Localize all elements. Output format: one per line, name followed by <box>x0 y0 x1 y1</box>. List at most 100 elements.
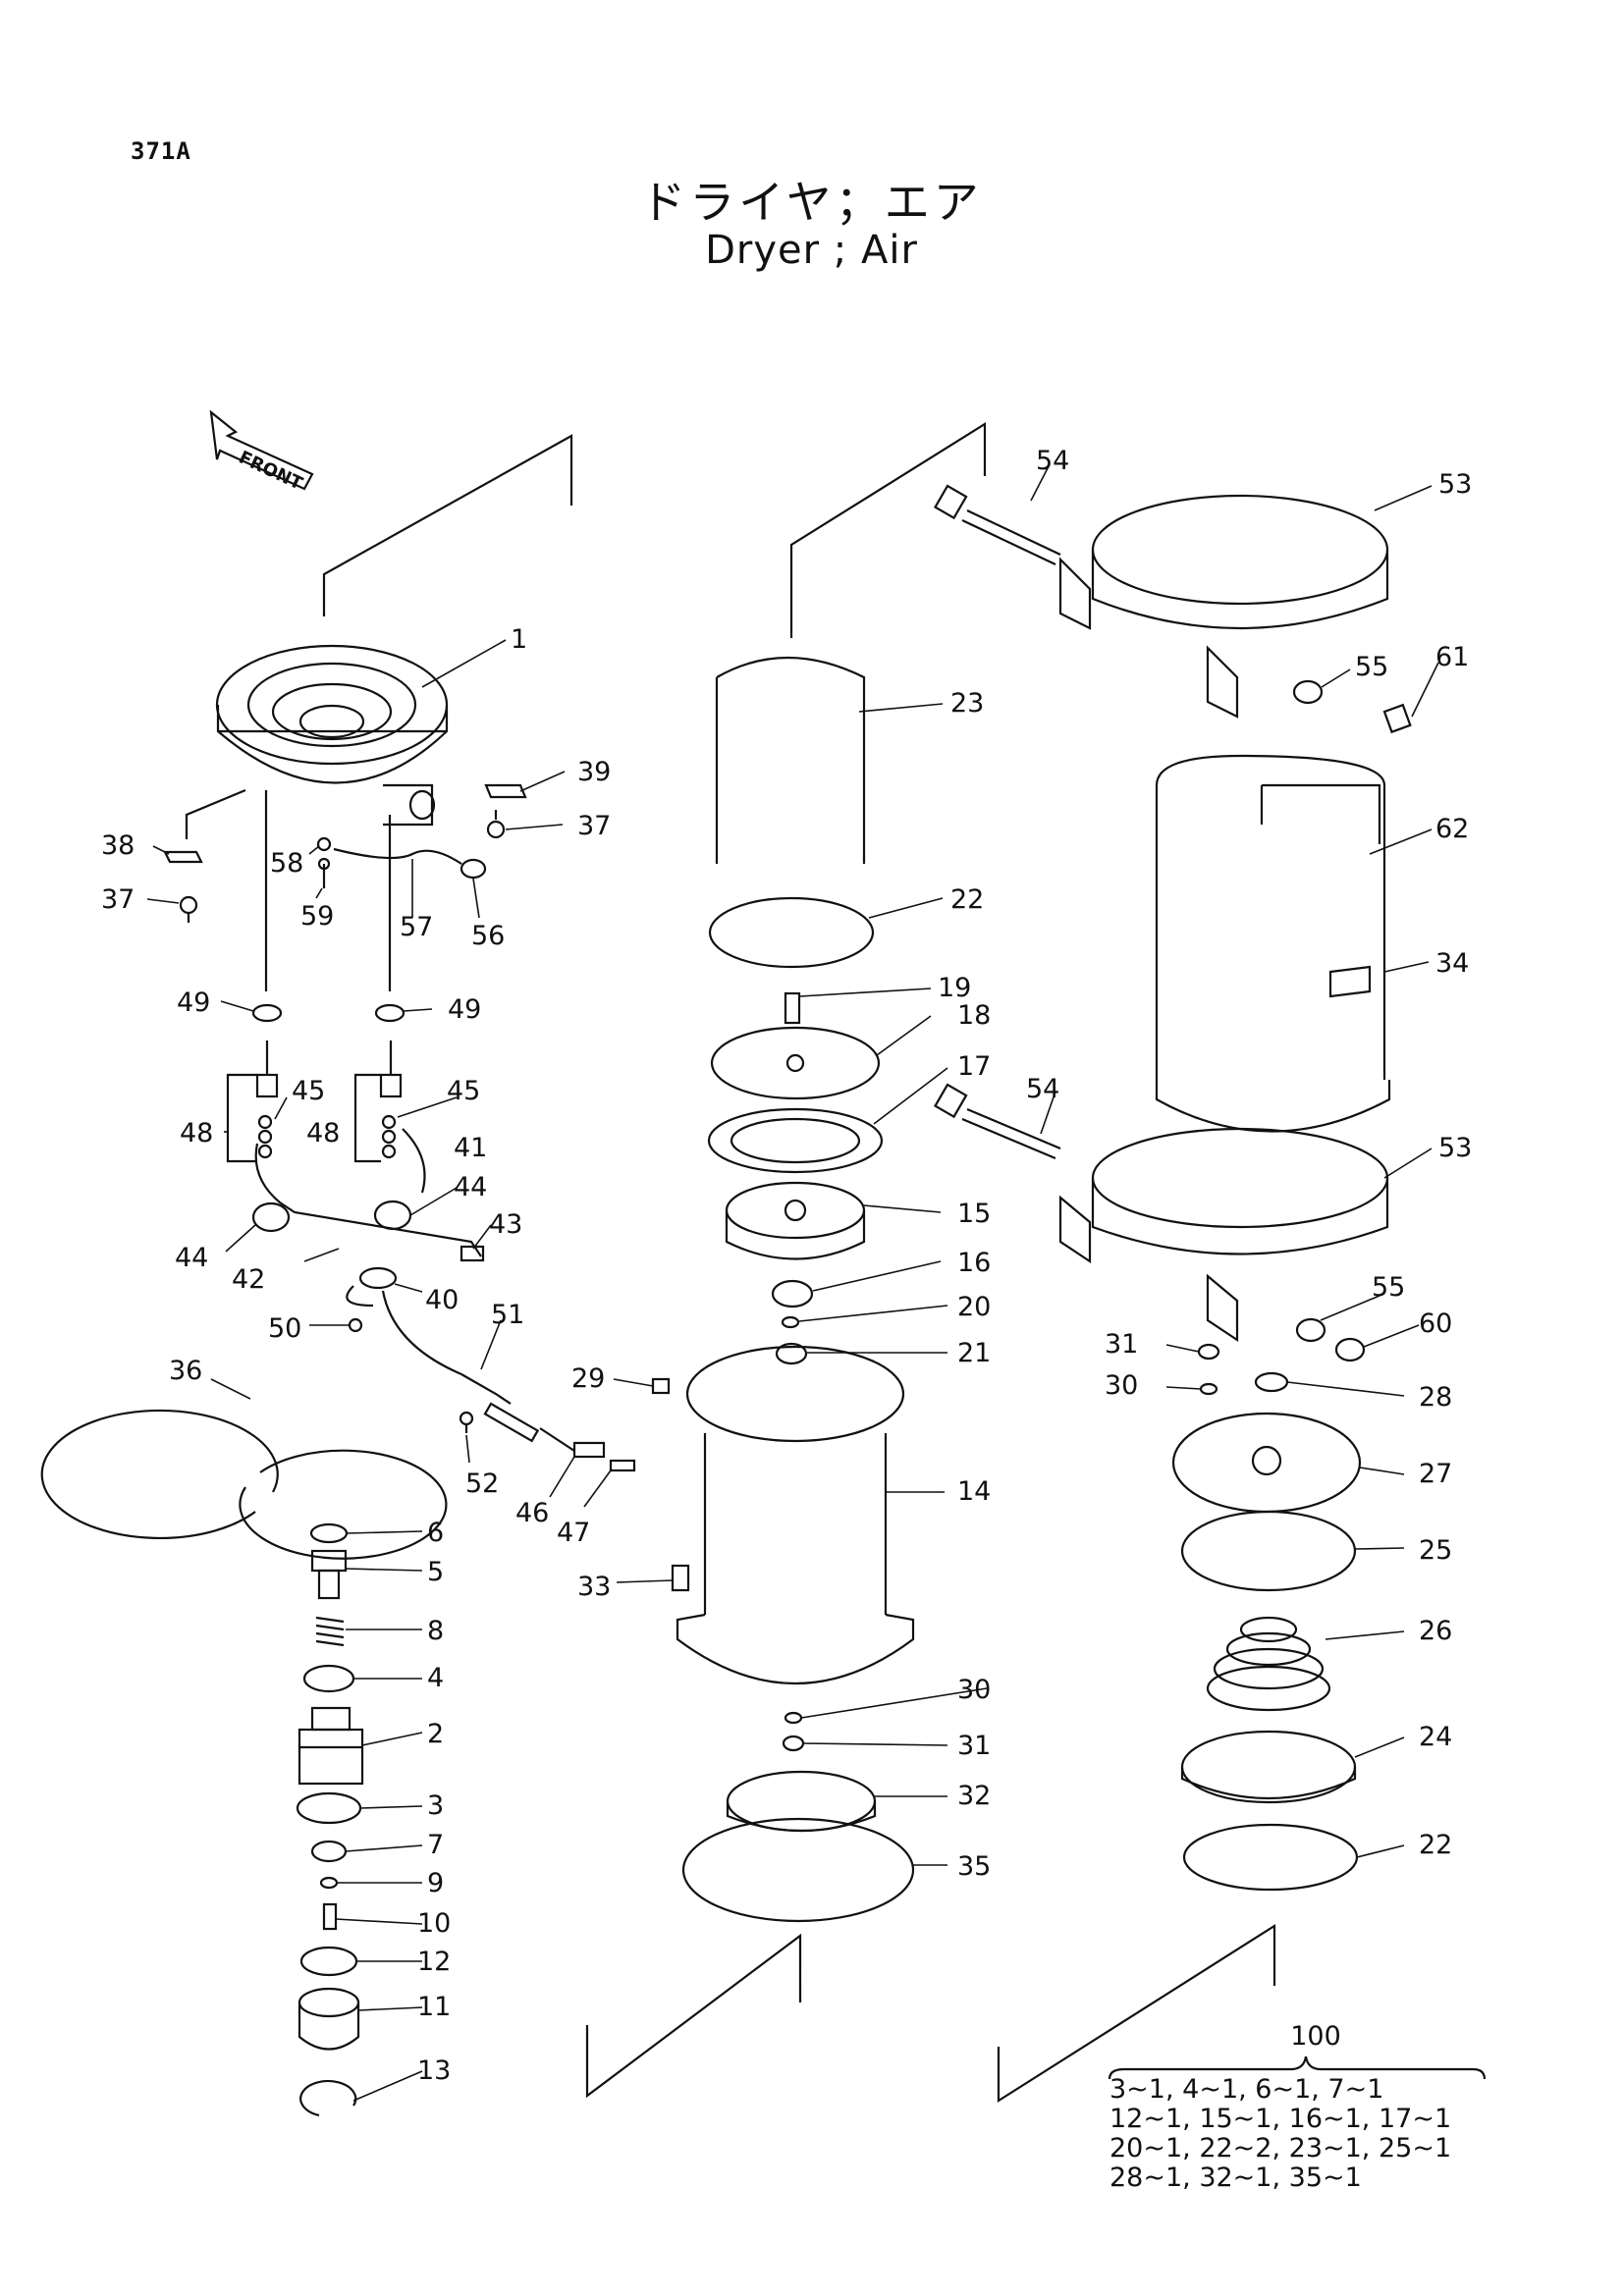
callout-48: 48 <box>306 1118 340 1148</box>
callout-43: 43 <box>489 1209 522 1240</box>
callout-53: 53 <box>1438 469 1472 500</box>
part-3-seal <box>296 1791 362 1825</box>
part-55-nut-top <box>1292 679 1324 705</box>
part-5-valve-stem <box>310 1549 348 1600</box>
part-47-terminal <box>609 1459 636 1472</box>
callout-4: 4 <box>427 1663 444 1693</box>
callout-54: 54 <box>1036 446 1069 476</box>
callout-35: 35 <box>957 1851 991 1882</box>
part-2-valve-body <box>298 1706 364 1786</box>
callout-49: 49 <box>177 988 210 1018</box>
callout-44: 44 <box>454 1172 487 1202</box>
callout-12: 12 <box>417 1947 451 1977</box>
callout-54: 54 <box>1026 1074 1059 1104</box>
part-37-screw-left <box>179 895 198 923</box>
part-31-nut-center <box>782 1735 805 1752</box>
part-58-screw <box>316 836 332 852</box>
callout-55: 55 <box>1355 652 1388 682</box>
callout-34: 34 <box>1435 948 1469 979</box>
part-14-cylinder <box>676 1345 915 1684</box>
part-48-harness-left <box>226 1073 273 1163</box>
callout-7: 7 <box>427 1830 444 1860</box>
callout-42: 42 <box>232 1264 265 1295</box>
part-48-harness-right <box>353 1073 397 1163</box>
callout-labels: 1 39 37 38 37 58 59 57 56 49 49 45 45 48… <box>101 446 1472 2086</box>
part-33-bolt <box>671 1564 690 1592</box>
part-18-plate <box>710 1026 881 1100</box>
part-22-disc-top <box>708 896 875 969</box>
part-36-snap-ring <box>40 1409 448 1560</box>
callout-26: 26 <box>1419 1616 1452 1646</box>
callout-31: 31 <box>957 1731 991 1761</box>
callout-37: 37 <box>101 884 135 915</box>
group-bracket-right-bottom <box>997 1924 1276 2103</box>
part-32-gasket <box>726 1770 877 1833</box>
part-53-band-top <box>1058 494 1389 719</box>
callout-40: 40 <box>425 1285 459 1315</box>
callout-3: 3 <box>427 1790 444 1821</box>
callout-24: 24 <box>1419 1722 1452 1752</box>
part-29-bolt <box>651 1377 671 1395</box>
callout-41: 41 <box>454 1133 487 1163</box>
part-54-bolt-bottom <box>933 1083 1061 1160</box>
callout-27: 27 <box>1419 1459 1452 1489</box>
page-id: 371A <box>131 137 191 165</box>
group-bracket-left <box>322 434 573 616</box>
callout-57: 57 <box>400 912 433 942</box>
title-english: Dryer ; Air <box>705 228 918 273</box>
part-19-bolt <box>784 991 801 1025</box>
part-54-bolt-top <box>933 484 1061 565</box>
callout-15: 15 <box>957 1199 991 1229</box>
callout-20: 20 <box>957 1292 991 1322</box>
callout-49: 49 <box>448 994 481 1025</box>
part-1-bracket-line <box>185 788 246 839</box>
part-1-head-body <box>215 644 449 827</box>
callout-58: 58 <box>270 848 303 879</box>
group-bracket-center-bottom <box>585 1933 802 2099</box>
part-37-screw-right <box>486 810 506 839</box>
part-17-seal-ring <box>707 1107 884 1174</box>
part-4-seal <box>302 1664 355 1693</box>
part-49-washer-left <box>251 1003 283 1023</box>
callout-50: 50 <box>268 1313 301 1344</box>
part-35-o-ring <box>681 1817 915 1923</box>
callout-33: 33 <box>577 1572 611 1602</box>
callout-60: 60 <box>1419 1308 1452 1339</box>
part-30-washer-center <box>784 1711 803 1725</box>
part-8-spring <box>315 1616 345 1647</box>
kit-line: 12~1, 15~1, 16~1, 17~1 <box>1109 2104 1452 2134</box>
leader-lines <box>146 465 1439 2102</box>
part-28-cap <box>1254 1371 1289 1393</box>
part-13-retaining-ring <box>299 2079 357 2117</box>
callout-46: 46 <box>515 1498 549 1528</box>
callout-22: 22 <box>1419 1830 1452 1860</box>
part-11-plug <box>298 1987 360 2051</box>
part-51-wire-lead <box>460 1373 575 1452</box>
callout-37: 37 <box>577 811 611 841</box>
part-45-sensor-right <box>379 1041 426 1194</box>
callout-56: 56 <box>471 921 505 951</box>
part-25-o-ring <box>1180 1510 1357 1592</box>
part-43-plug <box>460 1245 485 1262</box>
part-52-screw <box>459 1411 474 1433</box>
part-26-spring <box>1206 1616 1331 1712</box>
callout-52: 52 <box>465 1468 499 1499</box>
kit-line: 20~1, 22~2, 23~1, 25~1 <box>1109 2133 1452 2163</box>
part-10-bolt <box>322 1902 338 1931</box>
callout-25: 25 <box>1419 1535 1452 1566</box>
callout-45: 45 <box>447 1076 480 1106</box>
callout-55: 55 <box>1372 1272 1405 1303</box>
kit-brace <box>1108 2056 1487 2080</box>
callout-13: 13 <box>417 2056 451 2086</box>
callout-22: 22 <box>950 884 984 915</box>
part-21-nut <box>775 1342 808 1365</box>
callout-8: 8 <box>427 1616 444 1646</box>
part-39-clip <box>484 783 527 799</box>
part-56-terminal <box>460 858 487 880</box>
title-japanese: ドライヤ；エア <box>640 176 983 229</box>
callout-30: 30 <box>957 1675 991 1705</box>
callout-45: 45 <box>292 1076 325 1106</box>
part-15-housing <box>725 1181 866 1260</box>
part-22-disc-bottom <box>1182 1823 1359 1892</box>
